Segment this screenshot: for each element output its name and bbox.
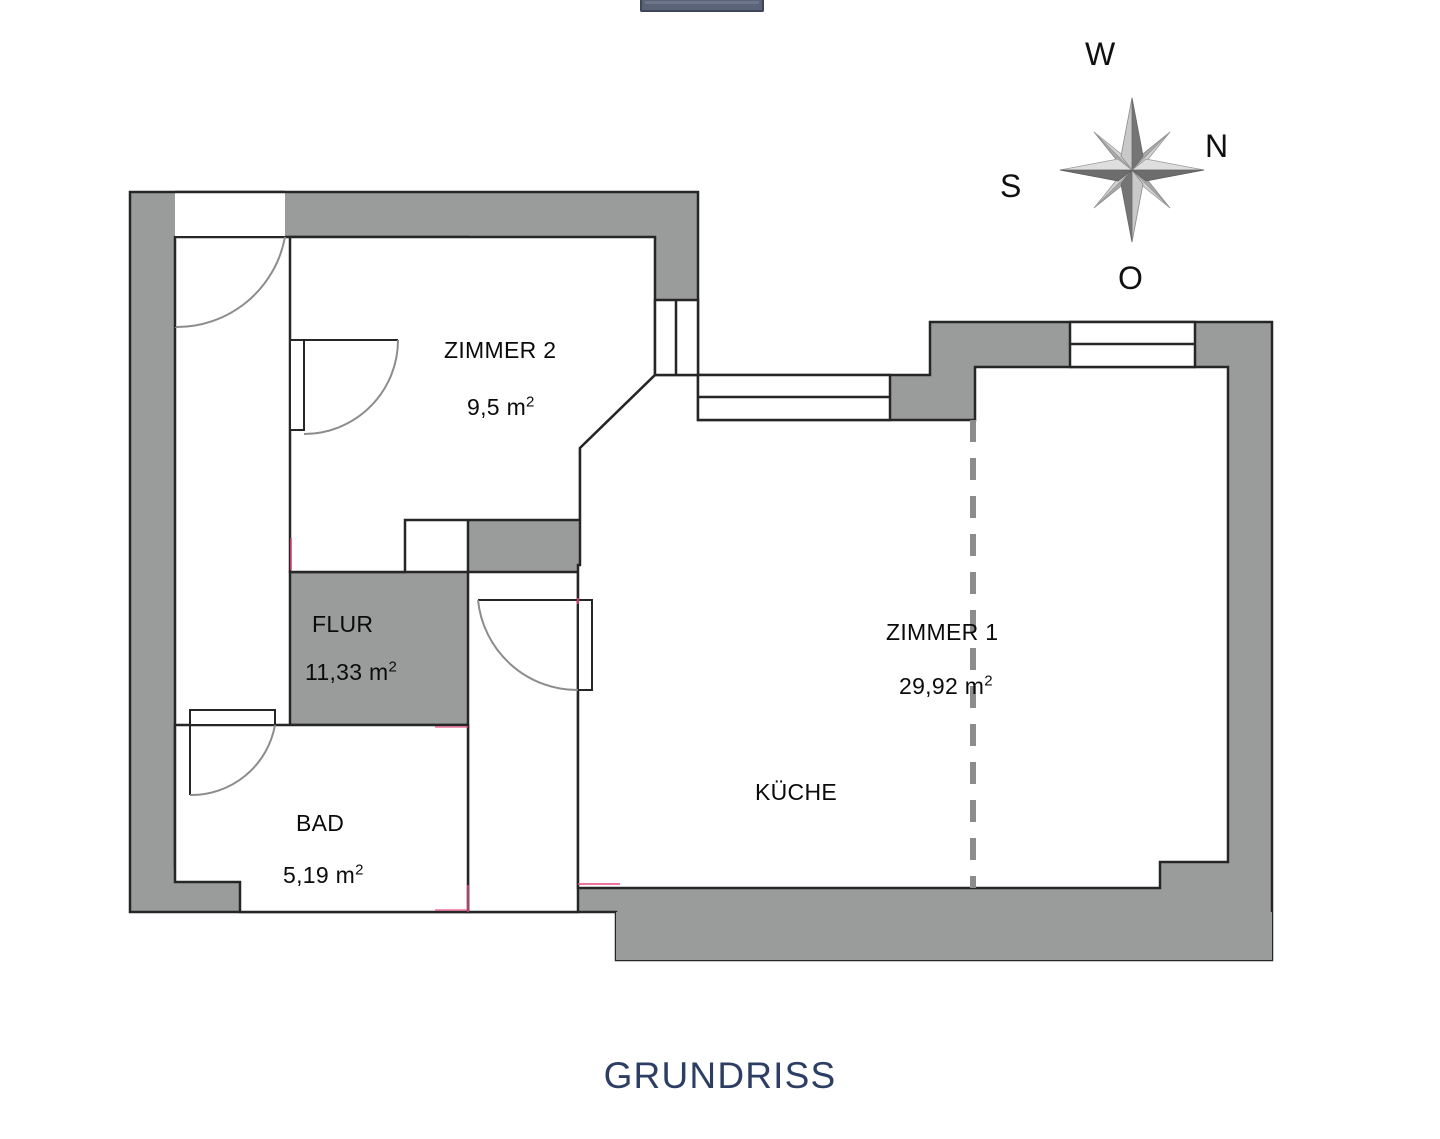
room-area-zimmer2-value: 9,5 m — [467, 394, 527, 420]
compass-label-north: N — [1205, 128, 1229, 164]
room-area-bad: 5,19 m2 — [283, 862, 364, 889]
room-label-zimmer1: ZIMMER 1 — [886, 619, 999, 645]
room-area-flur-value: 11,33 m — [305, 659, 389, 685]
page-title: GRUNDRISS — [603, 1055, 837, 1096]
compass-rose: W N S O — [990, 20, 1280, 300]
room-area-bad-unit: 2 — [355, 861, 364, 879]
room-flur-stub — [466, 570, 580, 914]
door-zimmer1 — [477, 599, 593, 692]
compass-label-south: S — [1000, 168, 1022, 204]
room-label-kueche: KÜCHE — [755, 779, 838, 805]
window-corridor-north — [696, 373, 892, 422]
window-zimmer2-east — [653, 298, 700, 377]
room-area-zimmer2: 9,5 m2 — [467, 394, 535, 421]
room-area-zimmer1-value: 29,92 m — [899, 673, 985, 699]
windows — [653, 298, 1197, 422]
compass-label-west: W — [1085, 36, 1116, 72]
room-area-zimmer1: 29,92 m2 — [899, 673, 993, 700]
door-zimmer2 — [289, 339, 399, 435]
room-label-zimmer2: ZIMMER 2 — [444, 337, 557, 363]
top-toolbar-bar-highlight — [645, 1, 759, 4]
room-area-flur: 11,33 m2 — [305, 659, 397, 686]
room-area-flur-unit: 2 — [388, 658, 398, 676]
floorplan-drawing — [128, 190, 1274, 962]
room-bad — [173, 723, 470, 914]
top-toolbar-bar[interactable] — [640, 0, 764, 12]
door-bad — [189, 709, 276, 797]
room-area-zimmer2-unit: 2 — [526, 393, 535, 411]
compass-label-east: O — [1118, 260, 1143, 296]
room-zimmer1-kueche — [576, 365, 1230, 890]
room-label-bad: BAD — [296, 810, 345, 836]
door-entrance — [174, 190, 286, 329]
window-zimmer1-north — [1068, 320, 1197, 369]
room-label-flur: FLUR — [312, 611, 374, 637]
doors — [174, 190, 593, 797]
compass-star-icon — [1059, 97, 1205, 243]
construction-marks — [290, 538, 620, 912]
room-area-zimmer1-unit: 2 — [984, 672, 993, 690]
room-area-bad-value: 5,19 m — [283, 862, 356, 888]
